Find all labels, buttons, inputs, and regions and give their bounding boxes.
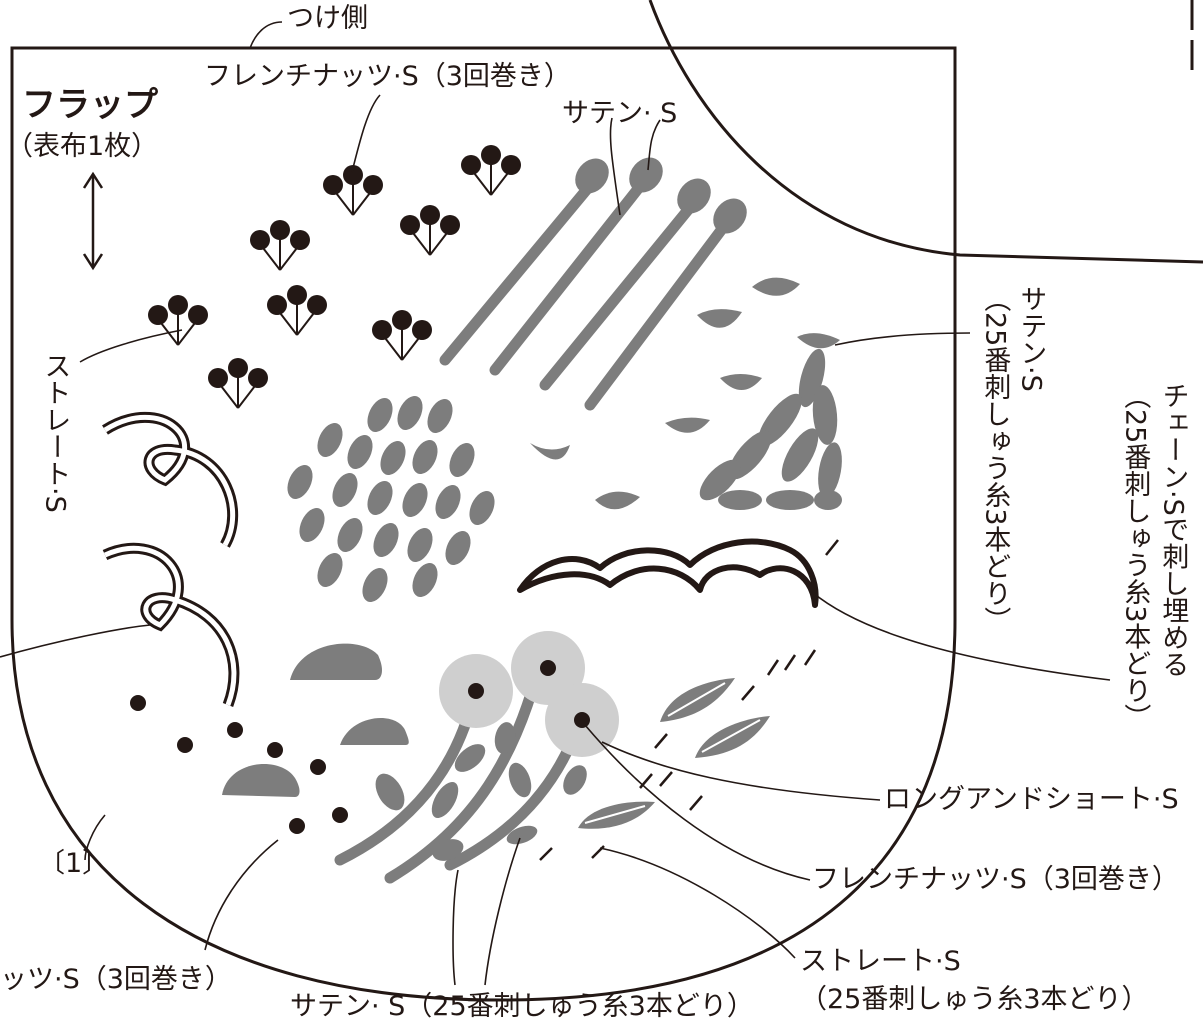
straight-stitch-label-bottom: ストレート·S (800, 946, 961, 977)
chain-fill-shape (699, 348, 842, 510)
satin-label-top: サテン· S (562, 98, 678, 129)
flap-title: フラップ (22, 85, 158, 125)
satin-crescents (530, 277, 840, 510)
satin-label-right-sub: （25番刺しゅう糸3本どり） (979, 285, 1011, 634)
attach-side-label: つけ側 (287, 3, 368, 34)
flower-leaves (375, 722, 587, 861)
satin-dot-grid (287, 396, 495, 602)
long-short-label: ロングアンドショート·S (884, 784, 1179, 815)
satin-stem-heads (575, 157, 747, 234)
french-knot-label-right: フレンチナッツ·S（3回巻き） (812, 864, 1179, 895)
straight-stitch-curls (102, 411, 240, 707)
satin-stems (439, 179, 731, 411)
chain-fill-label-sub: （25番刺しゅう糸3本どり） (1119, 382, 1151, 731)
straight-stitch-label-left: ストレート·S (39, 352, 71, 513)
satin-label-right: サテン·S (1015, 285, 1047, 392)
straight-stitch-label-bottom-sub: （25番刺しゅう糸3本どり） (800, 984, 1149, 1015)
french-knot-clusters (147, 144, 522, 409)
grain-arrow-icon (82, 171, 104, 271)
satin-half-circles (222, 643, 409, 797)
outlined-leaves (578, 678, 770, 829)
french-knot-label-bottom: ッツ·S（3回巻き） (0, 964, 232, 995)
black-dots (130, 695, 348, 834)
wave-outline-shape (517, 538, 819, 608)
french-knot-label-top: フレンチナッツ·S（3回巻き） (204, 61, 571, 92)
long-and-short-flowers (439, 631, 619, 757)
chain-fill-label: チェーン·Sで刺し埋める (1157, 382, 1189, 678)
flap-outline (10, 46, 957, 1002)
flap-subtitle: （表布1枚） (6, 131, 159, 162)
leader-lines (0, 21, 1111, 986)
part-number-label: 〔1〕 (38, 848, 110, 879)
satin-label-bottom: サテン· S（25番刺しゅう糸3本どり） (290, 991, 754, 1022)
